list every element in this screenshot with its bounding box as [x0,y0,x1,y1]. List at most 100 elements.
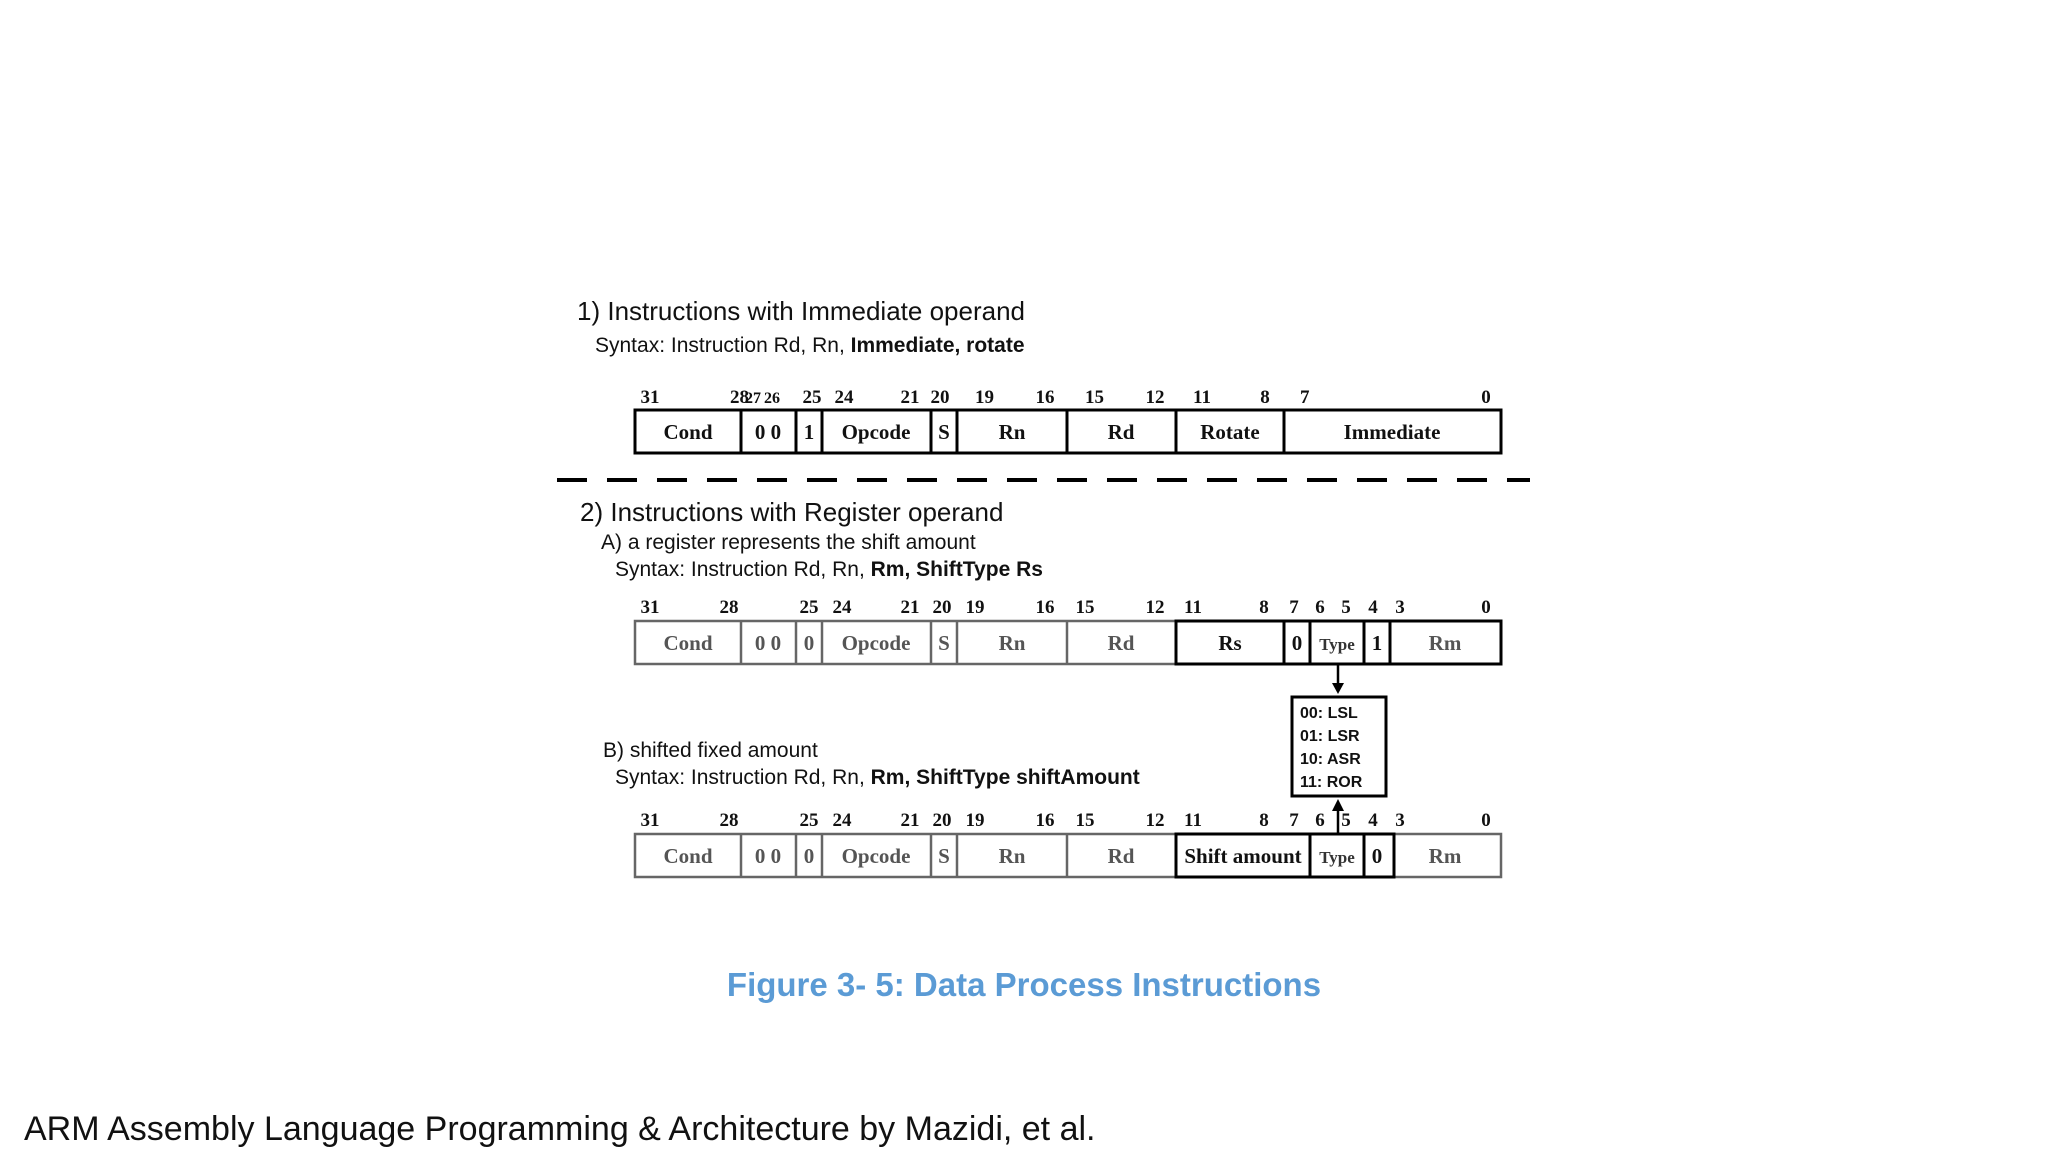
subA-syntax-prefix: Syntax: Instruction Rd, Rn, [615,558,865,581]
field-label: Opcode [842,844,911,868]
field-label: Rn [999,844,1026,868]
footer-citation: ARM Assembly Language Programming & Arch… [24,1110,1096,1148]
section1-title: 1) Instructions with Immediate operand [577,296,1025,326]
section1-syntax-bold: Immediate, rotate [850,334,1025,357]
format2a-dividers [739,621,1392,664]
field-label: 0 0 [755,420,781,444]
bit-number: 4 [1368,810,1378,831]
field-label: Cond [663,420,712,444]
bit-number: 15 [1076,810,1095,831]
bit-number: 7 [1289,597,1299,618]
bit-number: 28 [730,387,749,408]
field-label: S [938,631,950,655]
bit-number: 21 [901,387,920,408]
bit-number: 8 [1259,597,1269,618]
bit-number: 28 [720,810,739,831]
figure-caption: Figure 3- 5: Data Process Instructions [726,966,1322,1003]
field-label: Rs [1218,631,1241,655]
bit-number: 12 [1146,387,1165,408]
subB-syntax-bold: Rm, ShiftType shiftAmount [870,766,1140,789]
shift-type-entry: 10: ASR [1300,751,1361,768]
section2-subB: B) shifted fixed amount [603,739,818,762]
field-label: 1 [1372,631,1383,655]
section2-subA: A) a register represents the shift amoun… [601,531,976,554]
bit-number: 24 [833,597,853,618]
bit-number: 24 [835,387,855,408]
bit-number: 15 [1076,597,1095,618]
field-label: Opcode [842,420,911,444]
field-label: Rd [1108,420,1135,444]
bit-number: 6 [1315,810,1325,831]
field-label: Cond [663,631,712,655]
bit-number: 11 [1184,810,1202,831]
bit-number: 7 [1289,810,1299,831]
arrow-up-icon [1332,799,1344,811]
section1-syntax: Syntax: Instruction Rd, Rn, Immediate, r… [595,334,1025,358]
bit-number: 25 [800,597,819,618]
format1-dividers [739,410,1286,453]
field-label: 1 [804,420,815,444]
field-label: Rm [1429,844,1462,868]
bit-number: 15 [1085,387,1104,408]
bit-number: 31 [641,597,660,618]
arrow-down-icon [1332,683,1344,694]
section2-subA-syntax: Syntax: Instruction Rd, Rn, Rm, ShiftTyp… [615,558,1043,582]
field-label: S [938,844,950,868]
field-label: 0 [1372,844,1383,868]
bit-number: 27 [745,390,761,407]
bit-number: 28 [720,597,739,618]
field-label: Rn [999,420,1026,444]
bit-number: 19 [975,387,994,408]
bit-number: 11 [1184,597,1202,618]
field-label: Opcode [842,631,911,655]
bit-number: 16 [1036,387,1055,408]
format2b-fields: Cond 0 0 0 Opcode S Rn Rd Shift amount Type 0 Rm [663,844,1461,868]
field-label: 0 0 [755,844,781,868]
field-label: Shift amount [1184,844,1301,868]
bit-number: 26 [764,390,780,407]
bit-number: 16 [1036,597,1055,618]
subB-syntax-prefix: Syntax: Instruction Rd, Rn, [615,766,865,789]
bit-number: 20 [931,387,950,408]
field-label: S [938,420,950,444]
field-label: Type [1319,848,1355,867]
field-label: Type [1319,635,1355,654]
field-label: Immediate [1344,420,1441,444]
bit-number: 21 [901,810,920,831]
bit-number: 31 [641,387,660,408]
bit-number: 12 [1146,810,1165,831]
shift-type-entry: 11: ROR [1300,774,1363,791]
bit-number: 20 [933,810,952,831]
bit-number: 21 [901,597,920,618]
field-label: 0 [804,844,815,868]
format2b-highlight [1174,832,1396,879]
field-label: Cond [663,844,712,868]
field-label: Rd [1108,844,1135,868]
field-label: Rm [1429,631,1462,655]
bit-number: 16 [1036,810,1055,831]
format2b-dividers [739,834,1366,877]
section2-title: 2) Instructions with Register operand [580,497,1004,527]
bit-number: 8 [1259,810,1269,831]
bit-number: 25 [803,387,822,408]
bit-number: 19 [966,810,985,831]
bit-number: 12 [1146,597,1165,618]
bit-number: 5 [1341,597,1351,618]
bit-number: 7 [1300,387,1310,408]
shift-type-entry: 00: LSL [1300,705,1358,722]
shift-type-table [1290,695,1388,798]
bit-number: 19 [966,597,985,618]
bit-number: 6 [1315,597,1325,618]
bit-number: 0 [1481,387,1491,408]
bit-number: 0 [1481,810,1491,831]
bit-number: 25 [800,810,819,831]
